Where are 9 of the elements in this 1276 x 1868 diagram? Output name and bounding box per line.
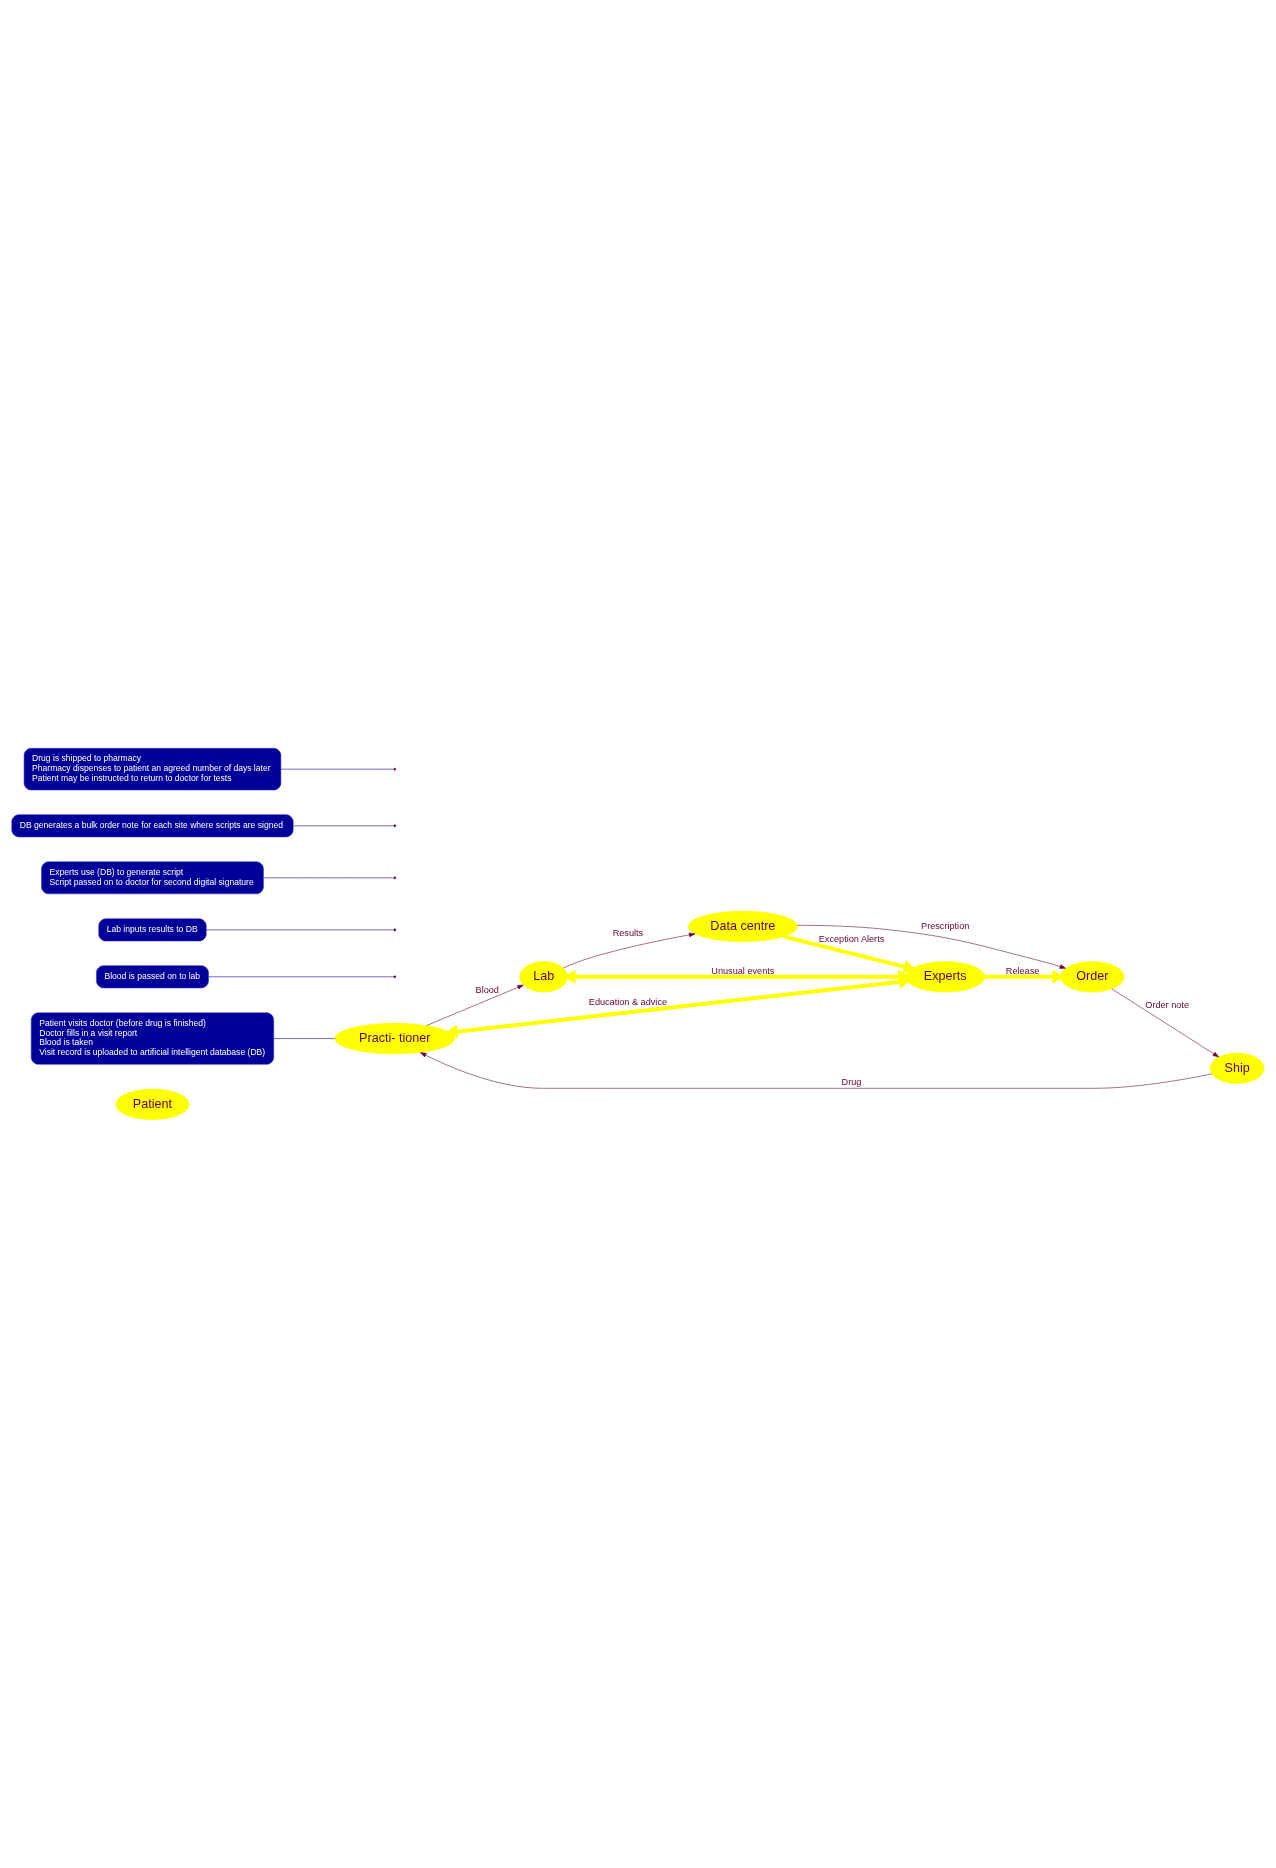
edge-label: Education & advice: [588, 997, 668, 1008]
edge-label: Drug: [841, 1077, 862, 1088]
edge-label: Exception Alerts: [818, 934, 885, 945]
edge-label: Blood: [475, 985, 499, 996]
edge-label: Unusual events: [711, 965, 775, 976]
edge-label: Prescription: [921, 920, 970, 931]
edge-label: Results: [612, 928, 644, 939]
edge-label: Order note: [1145, 1000, 1189, 1011]
edge-label: Release: [1005, 965, 1040, 976]
